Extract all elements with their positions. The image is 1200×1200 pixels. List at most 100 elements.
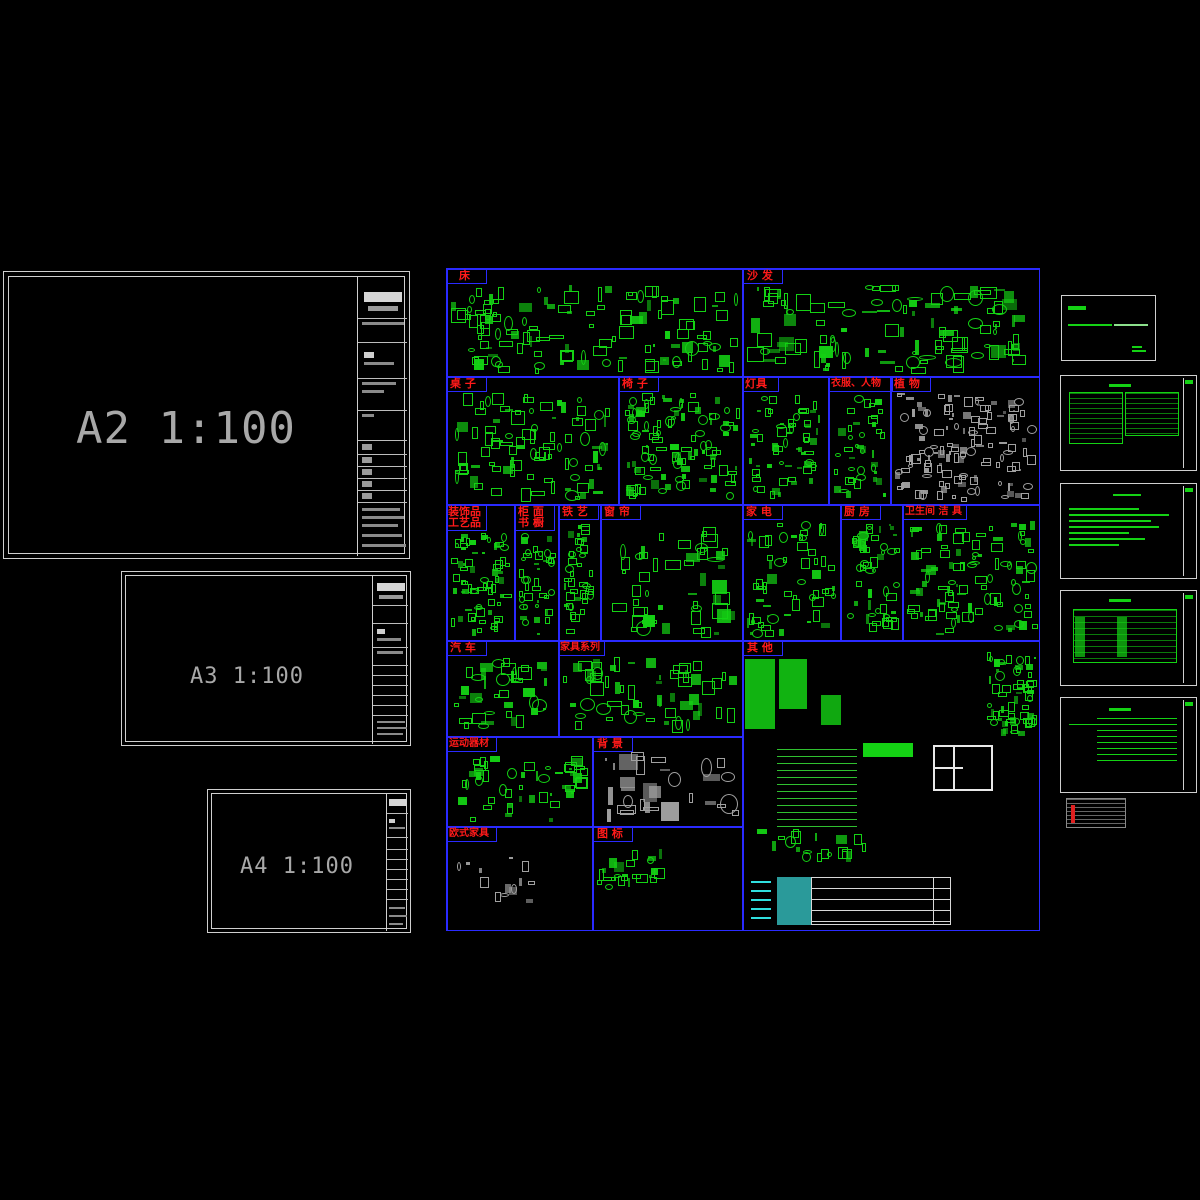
- cad-block-symbol[interactable]: [1020, 410, 1025, 417]
- cad-block-symbol[interactable]: [962, 532, 970, 542]
- cad-block-symbol[interactable]: [937, 465, 942, 473]
- cad-block-symbol[interactable]: [689, 694, 699, 705]
- cad-block-symbol[interactable]: [699, 478, 707, 482]
- cad-block-symbol[interactable]: [949, 562, 953, 569]
- cad-block-symbol[interactable]: [484, 711, 495, 715]
- cad-block-symbol[interactable]: [503, 594, 512, 598]
- cad-block-symbol[interactable]: [1002, 299, 1017, 310]
- cad-block-symbol[interactable]: [1032, 624, 1038, 629]
- cad-block-symbol[interactable]: [641, 546, 645, 559]
- cad-block-symbol[interactable]: [536, 337, 550, 341]
- cad-block-symbol[interactable]: [859, 531, 868, 541]
- cad-block-symbol[interactable]: [582, 537, 587, 542]
- cad-block-symbol[interactable]: [686, 553, 700, 562]
- cad-block-symbol[interactable]: [936, 346, 944, 350]
- cad-block-symbol[interactable]: [633, 700, 639, 708]
- cad-block-symbol[interactable]: [511, 331, 519, 339]
- cad-block-symbol[interactable]: [602, 868, 606, 873]
- cad-block-symbol[interactable]: [715, 397, 720, 404]
- cad-block-symbol[interactable]: [977, 404, 980, 406]
- cad-block-symbol[interactable]: [474, 359, 484, 370]
- cad-block-symbol[interactable]: [923, 409, 931, 417]
- cad-block-symbol[interactable]: [810, 303, 825, 313]
- cad-block-symbol[interactable]: [451, 302, 456, 311]
- cad-block-symbol[interactable]: [876, 478, 882, 485]
- cad-block-symbol[interactable]: [531, 708, 538, 715]
- cad-block-symbol[interactable]: [459, 463, 468, 475]
- cad-block-symbol[interactable]: [1000, 454, 1004, 462]
- cad-block-symbol[interactable]: [721, 772, 735, 782]
- cad-block-symbol[interactable]: [1022, 705, 1029, 710]
- cad-block-symbol[interactable]: [629, 397, 637, 406]
- cad-block-symbol[interactable]: [466, 667, 473, 678]
- cad-block-symbol[interactable]: [487, 581, 493, 589]
- cad-block-symbol[interactable]: [893, 582, 900, 588]
- cad-block-symbol[interactable]: [752, 429, 759, 433]
- cad-block-symbol[interactable]: [538, 774, 550, 783]
- cad-block-symbol[interactable]: [718, 565, 725, 569]
- cad-block-symbol[interactable]: [984, 593, 991, 605]
- cad-block-symbol[interactable]: [566, 629, 575, 634]
- cad-block-symbol[interactable]: [545, 617, 550, 624]
- cad-block-symbol[interactable]: [606, 717, 613, 721]
- sheet-a3[interactable]: A3 1:100: [121, 571, 411, 746]
- cad-block-symbol[interactable]: [689, 793, 693, 803]
- cad-block-symbol[interactable]: [455, 539, 461, 548]
- cad-block-symbol[interactable]: [464, 722, 469, 729]
- cad-block-symbol[interactable]: [953, 356, 964, 373]
- cad-block-symbol[interactable]: [472, 427, 478, 439]
- cad-block-symbol[interactable]: [779, 629, 784, 636]
- cad-block-symbol[interactable]: [989, 676, 991, 684]
- cad-block-symbol[interactable]: [499, 577, 504, 584]
- cad-block-symbol[interactable]: [700, 573, 706, 586]
- cad-block-symbol[interactable]: [578, 525, 582, 529]
- cad-block-symbol[interactable]: [788, 419, 794, 428]
- cad-block-symbol[interactable]: [461, 537, 464, 542]
- cad-block-symbol[interactable]: [519, 785, 523, 790]
- cad-block-symbol[interactable]: [1025, 604, 1031, 609]
- sheet-a2[interactable]: A2 1:100: [3, 271, 410, 559]
- cad-block-symbol[interactable]: [903, 305, 907, 314]
- cad-block-symbol[interactable]: [645, 590, 649, 597]
- cad-block-symbol[interactable]: [544, 478, 553, 483]
- cad-block-symbol[interactable]: [968, 318, 983, 329]
- cad-block-symbol[interactable]: [702, 681, 715, 695]
- cad-block-symbol[interactable]: [488, 587, 493, 595]
- cad-block-symbol[interactable]: [1016, 692, 1022, 694]
- cad-block-symbol[interactable]: [1019, 621, 1027, 630]
- cad-block-symbol[interactable]: [678, 540, 691, 549]
- cad-block-symbol[interactable]: [931, 318, 934, 328]
- cad-block-symbol[interactable]: [935, 340, 942, 354]
- cad-block-symbol[interactable]: [724, 407, 730, 414]
- cad-block-symbol[interactable]: [665, 416, 675, 427]
- cad-block-symbol[interactable]: [635, 484, 641, 494]
- cad-block-symbol[interactable]: [644, 421, 649, 431]
- cad-block-symbol[interactable]: [797, 467, 802, 469]
- cad-block-symbol[interactable]: [661, 802, 679, 821]
- cad-block-symbol[interactable]: [775, 357, 786, 364]
- cad-block-symbol[interactable]: [670, 693, 675, 702]
- cad-block-symbol[interactable]: [685, 670, 687, 677]
- cad-block-symbol[interactable]: [451, 308, 466, 323]
- cad-block-symbol[interactable]: [838, 428, 846, 436]
- cad-block-symbol[interactable]: [1011, 725, 1018, 734]
- cad-block-symbol[interactable]: [910, 590, 920, 594]
- cad-block-symbol[interactable]: [468, 613, 476, 622]
- cad-block-symbol[interactable]: [897, 393, 902, 397]
- cad-block-symbol[interactable]: [512, 667, 517, 682]
- cad-block-symbol[interactable]: [951, 618, 956, 628]
- cad-block-symbol[interactable]: [813, 610, 820, 622]
- cad-block-symbol[interactable]: [1001, 495, 1009, 499]
- cad-block-symbol[interactable]: [1008, 400, 1015, 408]
- cad-block-symbol[interactable]: [1007, 491, 1014, 497]
- cad-block-symbol[interactable]: [763, 605, 771, 607]
- cad-block-symbol[interactable]: [565, 434, 572, 443]
- cad-block-symbol[interactable]: [593, 346, 607, 356]
- cad-block-symbol[interactable]: [856, 474, 866, 481]
- cad-block-symbol[interactable]: [1011, 426, 1015, 432]
- cad-block-symbol[interactable]: [585, 465, 593, 471]
- cad-block-symbol[interactable]: [451, 618, 455, 627]
- cad-block-symbol[interactable]: [548, 454, 552, 459]
- cad-block-symbol[interactable]: [756, 579, 763, 589]
- cad-block-symbol[interactable]: [778, 836, 785, 840]
